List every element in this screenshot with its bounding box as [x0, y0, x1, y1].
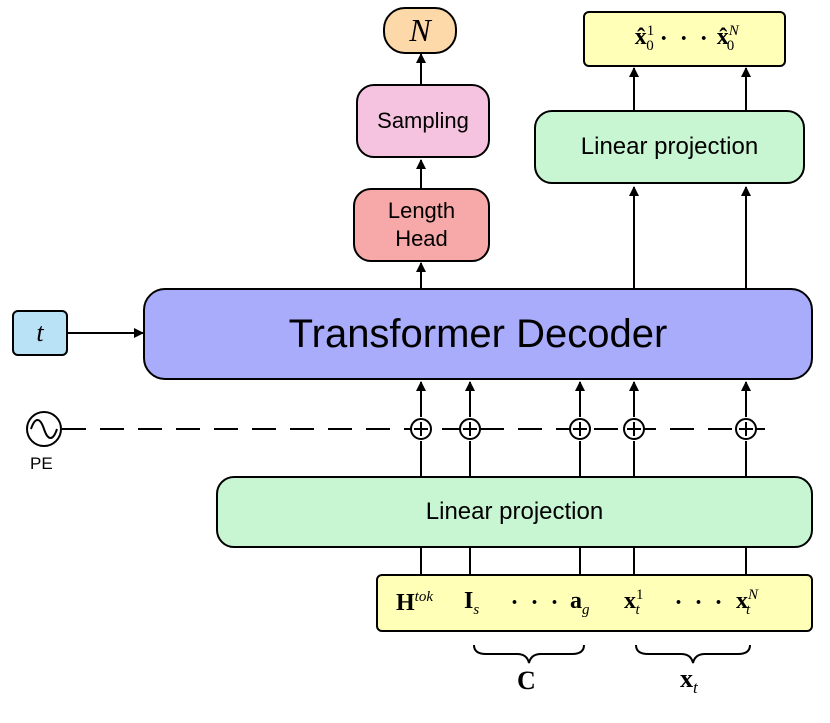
- n-output-label: N: [409, 12, 431, 48]
- linear-projection-bottom-label: Linear projection: [425, 498, 604, 525]
- length-head-block: Length Head: [353, 188, 490, 262]
- output-tokens-box: x̂10 · · · x̂N0: [583, 11, 786, 67]
- i-s-token: Is: [464, 587, 480, 618]
- add-node-2: [459, 418, 481, 440]
- h-tok-token: Htok: [396, 589, 433, 616]
- input-streams: [416, 381, 751, 476]
- transformer-decoder-label: Transformer Decoder: [288, 311, 668, 356]
- linear-projection-top: Linear projection: [534, 110, 805, 184]
- x0-dots: · · ·: [659, 25, 711, 52]
- pe-sine-icon: [26, 411, 62, 447]
- n-output-node: N: [383, 7, 457, 54]
- a-g-token: ag: [570, 587, 590, 618]
- transformer-decoder-block: Transformer Decoder: [143, 288, 813, 380]
- add-node-1: [410, 418, 432, 440]
- tokens-dots-1: · · ·: [510, 589, 562, 616]
- add-node-3: [569, 418, 591, 440]
- length-head-label: Length Head: [387, 198, 456, 251]
- brace-c: [473, 644, 585, 664]
- t-input-label: t: [36, 318, 44, 347]
- add-node-4: [623, 418, 645, 440]
- t-input-node: t: [12, 310, 68, 356]
- token-connectors: [420, 548, 747, 574]
- tokens-dots-2: · · ·: [674, 589, 726, 616]
- xt-last-token: xNt: [736, 587, 759, 618]
- pe-label: PE: [30, 454, 53, 473]
- add-node-5: [735, 418, 757, 440]
- sampling-block: Sampling: [356, 84, 490, 158]
- input-tokens-box: Htok Is · · · ag x1t · · · xNt: [376, 574, 813, 632]
- linear-projection-bottom: Linear projection: [216, 476, 813, 548]
- pe-add-nodes: [410, 418, 757, 440]
- brace-c-label: C: [517, 666, 536, 695]
- xt-first-token: x1t: [624, 587, 644, 618]
- x0-last-token: x̂N0: [716, 23, 739, 54]
- linear-projection-top-label: Linear projection: [580, 133, 759, 160]
- brace-xt: [635, 644, 751, 664]
- sampling-label: Sampling: [377, 108, 469, 133]
- x0-first-token: x̂10: [634, 23, 655, 54]
- brace-xt-label: xt: [680, 664, 698, 698]
